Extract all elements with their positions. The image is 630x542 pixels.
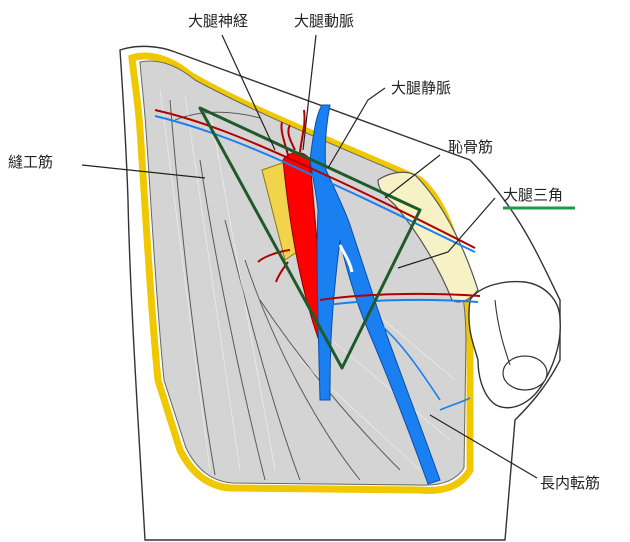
label-adductor-longus: 長内転筋 bbox=[540, 474, 600, 492]
label-femoral-artery: 大腿動脈 bbox=[294, 12, 354, 30]
label-pectineus: 恥骨筋 bbox=[448, 138, 493, 156]
label-femoral-nerve: 大腿神経 bbox=[188, 12, 248, 30]
label-sartorius: 縫工筋 bbox=[8, 153, 53, 171]
label-femoral-triangle: 大腿三角 bbox=[503, 186, 563, 204]
glans bbox=[503, 356, 547, 390]
label-femoral-vein: 大腿静脈 bbox=[391, 79, 451, 97]
